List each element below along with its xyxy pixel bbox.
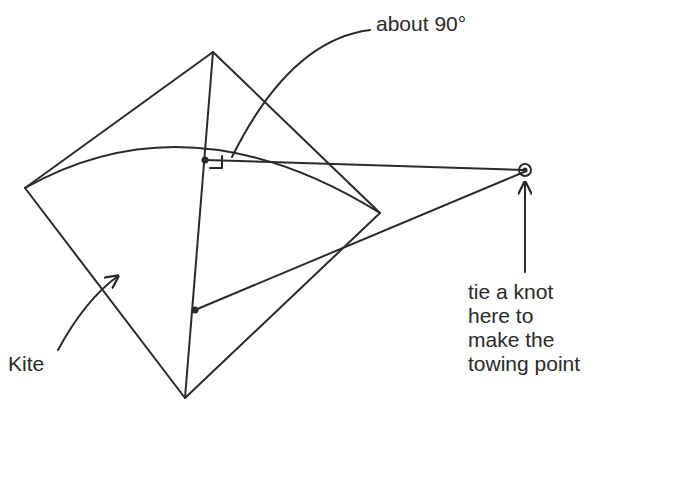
right-angle-mark — [210, 156, 222, 168]
part-name: Kite — [8, 352, 44, 376]
bridle-point — [192, 307, 199, 314]
bridle-point — [202, 157, 209, 164]
towing-note: tie a knot here to make the towing point — [468, 280, 586, 377]
leader-arrow — [524, 182, 526, 272]
bridle-line — [205, 160, 524, 170]
angle-note: about 90° — [376, 12, 466, 36]
leader-arrow — [58, 276, 118, 350]
kite-spar — [185, 52, 213, 398]
towing-knot — [523, 168, 528, 173]
kite-outline — [25, 52, 380, 398]
towing-knot — [519, 164, 531, 176]
leader-line — [232, 30, 370, 157]
kite-bow — [25, 147, 380, 213]
